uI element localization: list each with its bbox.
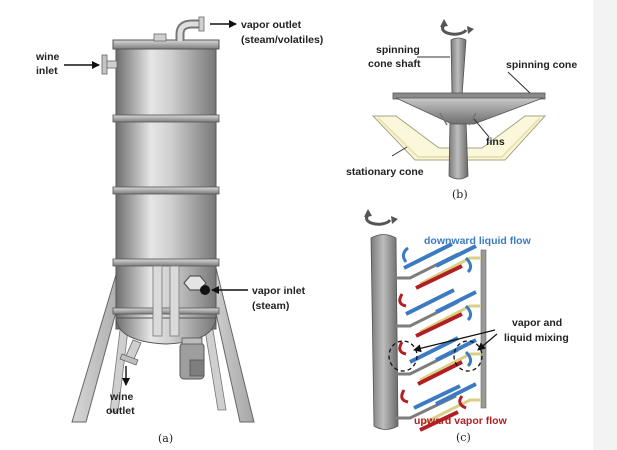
band-1	[112, 114, 220, 123]
spinning-cone-label: spinning cone	[506, 59, 577, 71]
stationary-cone	[371, 115, 547, 161]
cone-shaft-lower	[448, 119, 469, 180]
caption-a: (a)	[158, 432, 173, 445]
stationary-cone-label: stationary cone	[346, 166, 424, 178]
band-3	[112, 258, 220, 267]
liquid-flow-arrows	[403, 242, 477, 410]
downward-flow-label: downward liquid flow	[424, 235, 532, 247]
wine-outlet-flange	[119, 353, 139, 366]
spinning-cone	[395, 97, 544, 125]
vapor-flow-arrows	[415, 264, 463, 432]
fin	[468, 112, 477, 126]
vapor-inlet-port	[200, 285, 210, 295]
band-4	[112, 307, 220, 315]
fin	[439, 112, 448, 126]
shaft-c	[370, 234, 399, 430]
rotation-arrow-icon	[364, 209, 398, 226]
motor-box	[189, 359, 205, 377]
band-2	[112, 186, 220, 195]
vapor-inlet-fitting	[183, 275, 207, 291]
front-strut-left	[152, 265, 163, 337]
stationary-cones	[419, 256, 481, 426]
mixing-zone	[453, 340, 483, 372]
vapor-inlet-label: vapor inlet(steam)	[252, 285, 306, 312]
wine-inlet-nozzle	[105, 60, 118, 69]
cone-shaft	[450, 37, 467, 97]
vapor-outlet-flange	[198, 16, 205, 32]
upward-flow-label: upward vapor flow	[414, 415, 508, 427]
wine-inlet-flange	[101, 54, 108, 75]
mixing-zone	[388, 340, 418, 372]
rotation-arrow-icon	[440, 19, 474, 36]
stationary-wall	[480, 249, 487, 409]
fins-label: fins	[486, 136, 505, 148]
column-bottom-dish	[115, 317, 217, 345]
caption-c: (c)	[456, 431, 471, 444]
front-strut-right	[169, 265, 180, 337]
caption-b: (b)	[452, 188, 468, 201]
vapor-outlet-label: vapor outlet(steam/volatiles)	[241, 19, 323, 46]
top-nozzle	[153, 33, 167, 42]
